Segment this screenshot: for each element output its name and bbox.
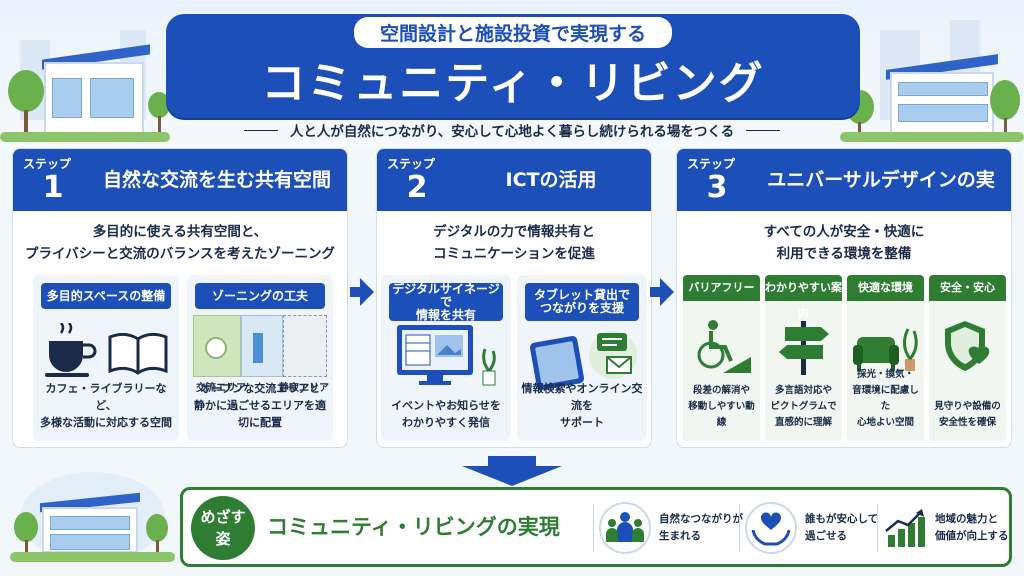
step-1-panel: ステップ 1 自然な交流を生む共有空間 多目的に使える共有空間と、 プライバシー… xyxy=(12,148,348,448)
multipurpose-space-card: 多目的スペースの整備 カフェ・ライブラリーなど、 多様な活動に対応する空間 xyxy=(33,275,179,441)
goal-title: コミュニティ・リビングの実現 xyxy=(267,515,560,539)
step-1-badge: ステップ 1 xyxy=(23,157,72,205)
step-1-description: 多目的に使える共有空間と、 プライバシーと交流のバランスを考えたゾーニング xyxy=(25,224,335,262)
zoning-floorplan xyxy=(193,315,327,377)
comfortable-environment-card: 快適な環境 採光・換気・ 音環境に配慮した 心地よい空間 xyxy=(847,275,924,441)
step-2-badge: ステップ 2 xyxy=(387,157,436,205)
step-3-description: すべての人が安全・快適に 利用できる環境を整備 xyxy=(763,224,925,262)
tagline-text: 人と人が自然につながり、安心して心地よく暮らし続けられる場をつくる xyxy=(289,124,735,140)
step-3-badge: ステップ 3 xyxy=(687,157,736,205)
step-3-panel: ステップ 3 ユニバーサルデザインの実現 すべての人が安全・快適に 利用できる環… xyxy=(676,148,1012,448)
banner-title: コミュニティ・リビング xyxy=(261,58,765,109)
goal-box: めざす 姿 コミュニティ・リビングの実現 自然なつながりが 生まれる xyxy=(180,487,1012,567)
armchair-icon xyxy=(853,328,918,371)
open-book-icon xyxy=(108,333,168,375)
coffee-cup-icon xyxy=(45,323,97,377)
outcome-connection: 自然なつながりが 生まれる xyxy=(599,496,743,560)
arrow-down xyxy=(462,456,562,486)
separator xyxy=(593,504,594,552)
barrier-free-card: バリアフリー 段差の解消や 移動しやすい動線 xyxy=(683,275,760,441)
tablet-icon xyxy=(529,331,637,391)
left-house-illustration xyxy=(0,30,170,145)
zone-b-label: 静寂エリア xyxy=(279,383,329,394)
arrow-right-2 xyxy=(650,278,674,306)
growth-chart-icon xyxy=(885,509,925,547)
step-2-panel: ステップ 2 ICTの活用 デジタルの力で情報共有と コミュニケーションを促進 … xyxy=(376,148,652,448)
step-2-description: デジタルの力で情報共有と コミュニケーションを促進 xyxy=(433,224,595,262)
step-1-title: 自然な交流を生む共有空間 xyxy=(102,169,331,191)
arrow-right-1 xyxy=(350,278,374,306)
tagline: 人と人が自然につながり、安心して心地よく暮らし続けられる場をつくる xyxy=(180,119,844,141)
tablet-lending-card: タブレット貸出で つながりを支援 情報検索やオンライン交流を サポート xyxy=(517,275,647,441)
banner-subtitle: 空間設計と施設投資で実現する xyxy=(353,16,672,48)
right-house-illustration xyxy=(840,40,1024,145)
heart-hands-icon xyxy=(751,512,791,546)
shield-heart-icon xyxy=(945,321,990,371)
wheelchair-icon xyxy=(697,320,751,373)
separator xyxy=(739,504,740,552)
signpost-icon xyxy=(779,321,829,375)
zoning-card: ゾーニングの工夫 交流エリア 静寂エリア オープンな交流エリアと 静かに過ごせる… xyxy=(187,275,333,441)
clear-signage-card: わかりやすい案内 多言語対応や ピクトグラムで 直感的に理解 xyxy=(765,275,842,441)
digital-signage-card: デジタルサイネージで 情報を共有 イベントやお知らせを わかりやすく発信 xyxy=(381,275,511,441)
step-3-title: ユニバーサルデザインの実現 xyxy=(767,169,995,253)
people-icon xyxy=(606,512,644,542)
separator xyxy=(877,504,878,552)
outcome-value: 地域の魅力と 価値が向上する xyxy=(883,496,1009,560)
goal-badge: めざす 姿 xyxy=(191,496,255,560)
zone-a-label: 交流エリア xyxy=(196,383,246,394)
outcome-safety: 誰もが安心して 過ごせる xyxy=(745,496,878,560)
digital-signage-icon xyxy=(397,325,496,386)
title-banner: 空間設計と施設投資で実現する コミュニティ・リビング xyxy=(166,14,860,118)
safety-card: 安全・安心 見守りや設備の 安全性を確保 xyxy=(929,275,1006,441)
step-2-title: ICTの活用 xyxy=(505,169,597,191)
bottom-building-illustration xyxy=(10,462,175,570)
